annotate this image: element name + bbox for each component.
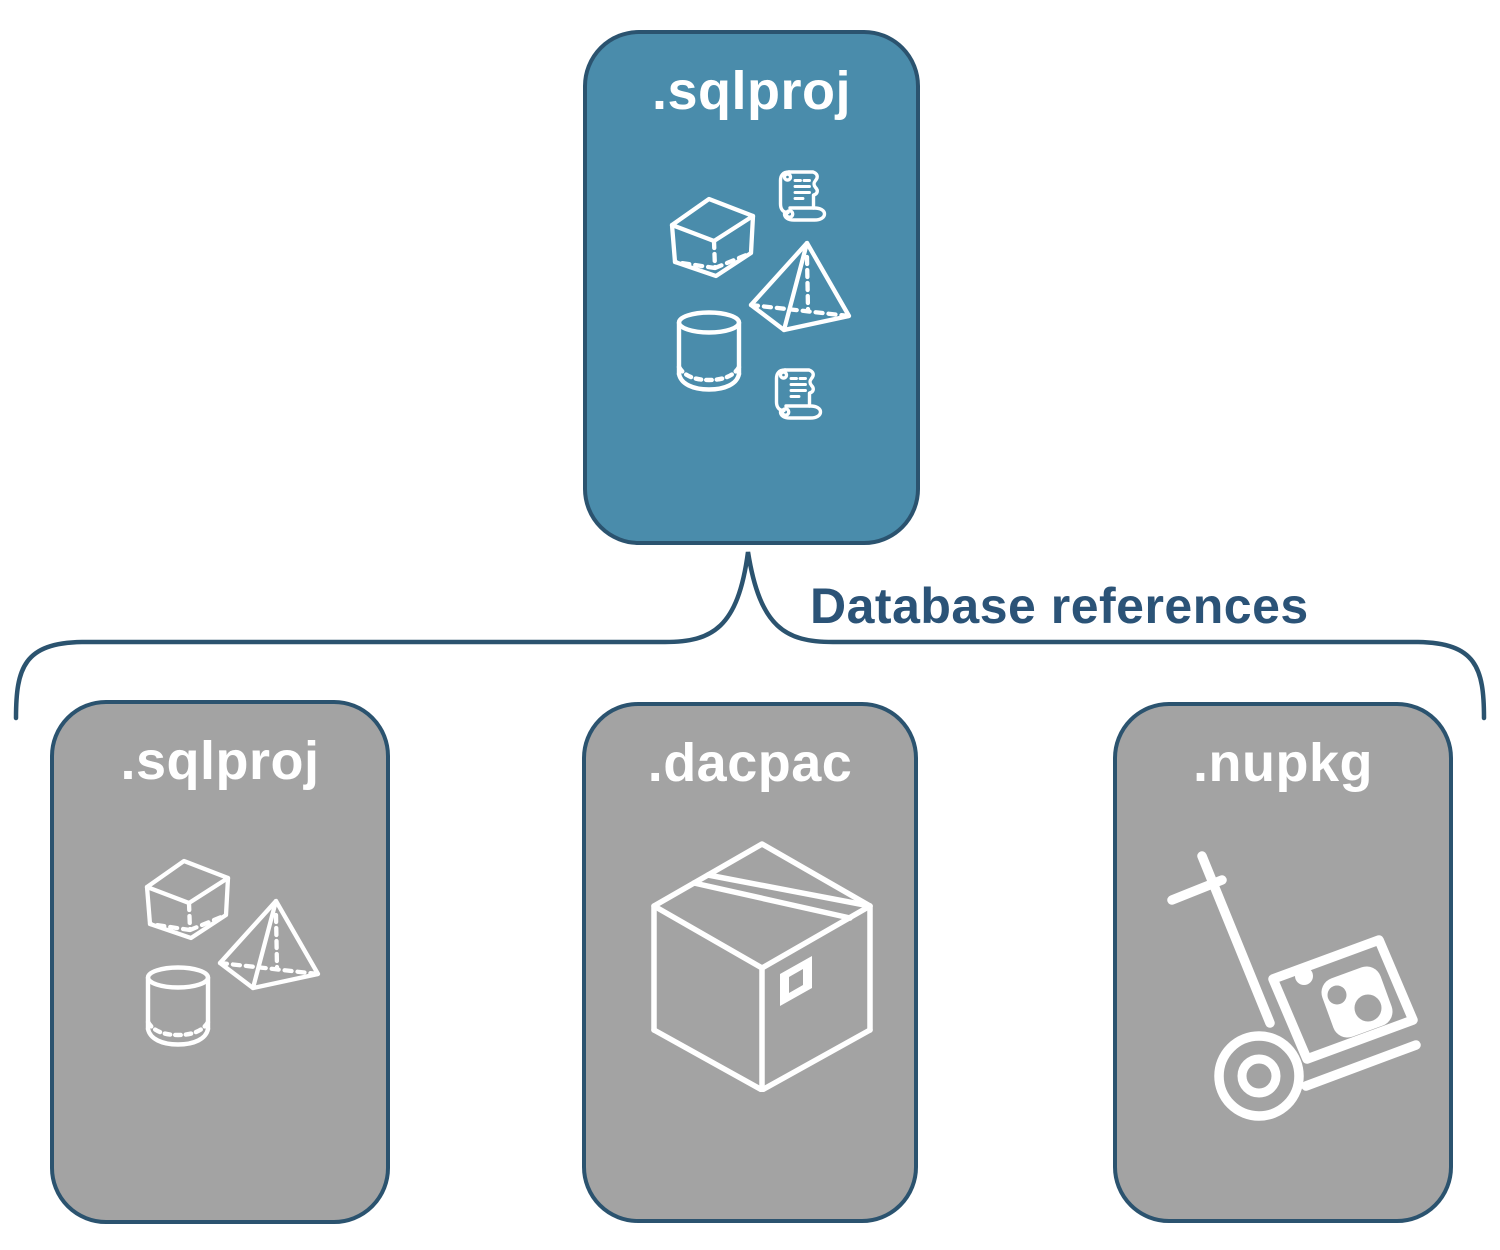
root-box-title: .sqlproj (651, 61, 851, 121)
reference-dacpac-title: .dacpac (647, 733, 853, 793)
cylinder-icon (144, 965, 212, 1047)
cube-icon (142, 854, 232, 942)
connector-label: Database references (810, 578, 1309, 634)
pyramid-icon (216, 897, 321, 992)
cube-icon (667, 192, 757, 280)
reference-dacpac-box: .dacpac (582, 702, 918, 1223)
reference-sqlproj-box: .sqlproj (50, 700, 390, 1224)
reference-sqlproj-title: .sqlproj (120, 731, 320, 791)
root-sqlproj-box: .sqlproj (583, 30, 920, 545)
cylinder-icon (675, 310, 743, 392)
reference-nupkg-title: .nupkg (1193, 733, 1373, 793)
package-box-icon (642, 834, 882, 1092)
sql-script-scroll-icon (769, 164, 831, 226)
reference-nupkg-box: .nupkg (1113, 702, 1453, 1223)
pyramid-icon (747, 239, 852, 334)
nuget-handtruck-icon (1164, 838, 1424, 1128)
sql-script-scroll-icon (765, 362, 827, 424)
